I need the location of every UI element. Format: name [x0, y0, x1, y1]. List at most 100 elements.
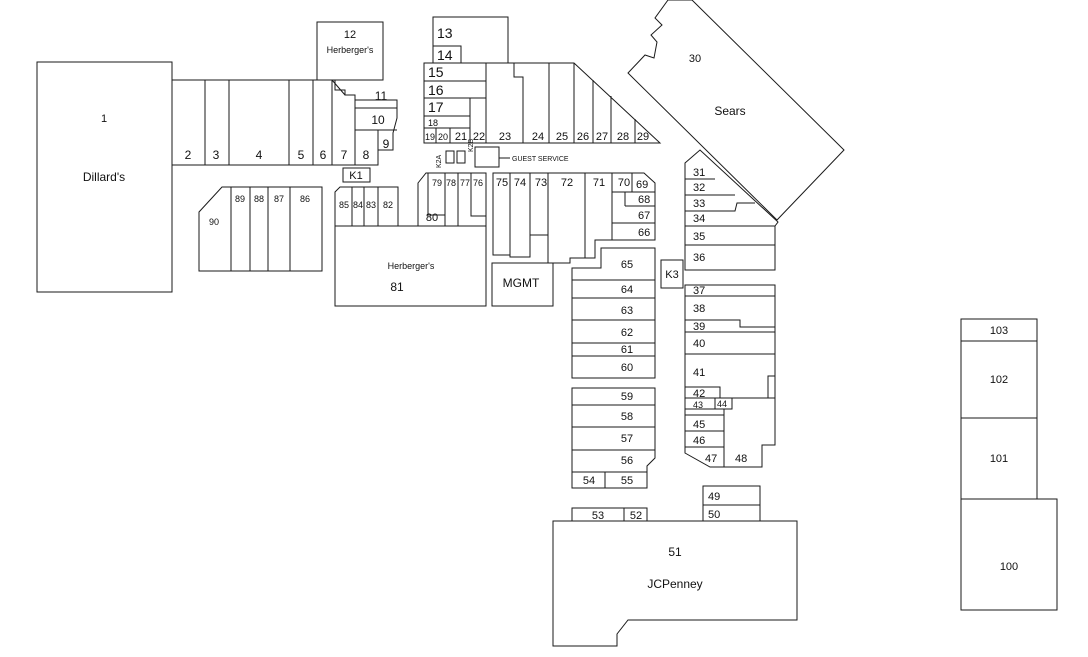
store-47[interactable]: 47: [705, 453, 717, 465]
store-90[interactable]: 90: [209, 217, 219, 227]
store-78[interactable]: 78: [446, 178, 456, 188]
store-33[interactable]: 33: [693, 198, 705, 210]
store-85[interactable]: 85: [339, 200, 349, 210]
store-79[interactable]: 79: [432, 178, 442, 188]
store-74[interactable]: 74: [514, 177, 526, 189]
store-88[interactable]: 88: [254, 194, 264, 204]
store-53[interactable]: 53: [592, 510, 604, 522]
store-8[interactable]: 8: [363, 148, 370, 162]
store-63[interactable]: 63: [621, 305, 633, 317]
store-73[interactable]: 73: [535, 177, 547, 189]
store-75[interactable]: 75: [496, 177, 508, 189]
store-58[interactable]: 58: [621, 411, 633, 423]
store-102[interactable]: [960, 340, 1038, 419]
store-67[interactable]: 67: [638, 210, 650, 222]
anchor-name-label: Herberger's: [327, 45, 374, 55]
store-82[interactable]: 82: [383, 200, 393, 210]
store-16[interactable]: 16: [428, 82, 444, 98]
store-87[interactable]: 87: [274, 194, 284, 204]
store-24[interactable]: 24: [532, 131, 544, 143]
store-38[interactable]: 38: [693, 303, 705, 315]
store-21[interactable]: 21: [455, 131, 467, 143]
store-101[interactable]: [960, 417, 1038, 500]
store-30-sears[interactable]: [627, 0, 845, 221]
store-18[interactable]: 18: [428, 118, 438, 128]
store-34[interactable]: 34: [693, 213, 705, 225]
store-59[interactable]: 59: [621, 391, 633, 403]
store-6[interactable]: 6: [320, 148, 327, 162]
store-81-herbergers[interactable]: [334, 225, 487, 307]
store-52-53[interactable]: [571, 507, 648, 522]
store-29[interactable]: 29: [637, 131, 649, 143]
store-83[interactable]: 83: [366, 200, 376, 210]
store-77[interactable]: 77: [460, 178, 470, 188]
store-40[interactable]: 40: [693, 338, 705, 350]
store-28[interactable]: 28: [617, 131, 629, 143]
store-5[interactable]: 5: [298, 148, 305, 162]
store-20[interactable]: 20: [438, 132, 448, 142]
store-19[interactable]: 19: [425, 132, 435, 142]
store-61[interactable]: 61: [621, 344, 633, 356]
store-39[interactable]: 39: [693, 321, 705, 333]
store-72[interactable]: 72: [561, 177, 573, 189]
store-48[interactable]: 48: [735, 453, 747, 465]
store-89[interactable]: 89: [235, 194, 245, 204]
store-15[interactable]: 15: [428, 64, 444, 80]
store-3[interactable]: 3: [213, 148, 220, 162]
store-49-50[interactable]: [702, 485, 761, 522]
store-57[interactable]: 57: [621, 433, 633, 445]
store-9[interactable]: 9: [383, 137, 390, 151]
store-76[interactable]: 76: [473, 178, 483, 188]
store-46[interactable]: 46: [693, 435, 705, 447]
store-26[interactable]: 26: [577, 131, 589, 143]
store-52[interactable]: 52: [630, 510, 642, 522]
store-68[interactable]: 68: [638, 194, 650, 206]
store-70[interactable]: 70: [618, 177, 630, 189]
store-27[interactable]: 27: [596, 131, 608, 143]
store-49[interactable]: 49: [708, 491, 720, 503]
store-55[interactable]: 55: [621, 475, 633, 487]
management-office[interactable]: [491, 262, 554, 307]
kiosk-k2a[interactable]: [445, 150, 455, 164]
store-64[interactable]: 64: [621, 284, 633, 296]
store-32[interactable]: 32: [693, 182, 705, 194]
store-66[interactable]: 66: [638, 227, 650, 239]
store-25[interactable]: 25: [556, 131, 568, 143]
store-22[interactable]: 22: [473, 131, 485, 143]
store-31[interactable]: 31: [693, 167, 705, 179]
kiosk-k1[interactable]: [342, 167, 371, 183]
store-41[interactable]: 41: [693, 367, 705, 379]
store-23[interactable]: 23: [499, 131, 511, 143]
store-2[interactable]: 2: [185, 148, 192, 162]
store-43[interactable]: 43: [693, 400, 703, 410]
store-12-herbergers[interactable]: [316, 21, 384, 81]
kiosk-k3[interactable]: [660, 259, 684, 289]
store-80[interactable]: 80: [426, 212, 438, 224]
store-45[interactable]: 45: [693, 419, 705, 431]
store-56[interactable]: 56: [621, 455, 633, 467]
store-50[interactable]: 50: [708, 509, 720, 521]
store-17[interactable]: 17: [428, 99, 444, 115]
guest-service-desk[interactable]: [474, 146, 500, 168]
store-35[interactable]: 35: [693, 231, 705, 243]
store-51-jcpenney[interactable]: [552, 520, 798, 647]
store-65[interactable]: 65: [621, 259, 633, 271]
store-84[interactable]: 84: [353, 200, 363, 210]
store-42[interactable]: 42: [693, 388, 705, 400]
store-11[interactable]: 11: [375, 89, 388, 103]
store-36[interactable]: 36: [693, 252, 705, 264]
store-60[interactable]: 60: [621, 362, 633, 374]
store-71[interactable]: 71: [593, 177, 605, 189]
store-69[interactable]: 69: [636, 179, 648, 191]
store-1-dillards[interactable]: [36, 61, 173, 293]
store-37[interactable]: 37: [693, 285, 705, 297]
store-44[interactable]: 44: [717, 399, 727, 409]
kiosk-k2b[interactable]: [456, 150, 466, 164]
store-7[interactable]: 7: [341, 148, 348, 162]
store-10[interactable]: 10: [371, 113, 385, 127]
store-86[interactable]: 86: [300, 194, 310, 204]
store-100[interactable]: [960, 498, 1058, 611]
store-4[interactable]: 4: [256, 148, 263, 162]
store-62[interactable]: 62: [621, 327, 633, 339]
store-54[interactable]: 54: [583, 475, 595, 487]
